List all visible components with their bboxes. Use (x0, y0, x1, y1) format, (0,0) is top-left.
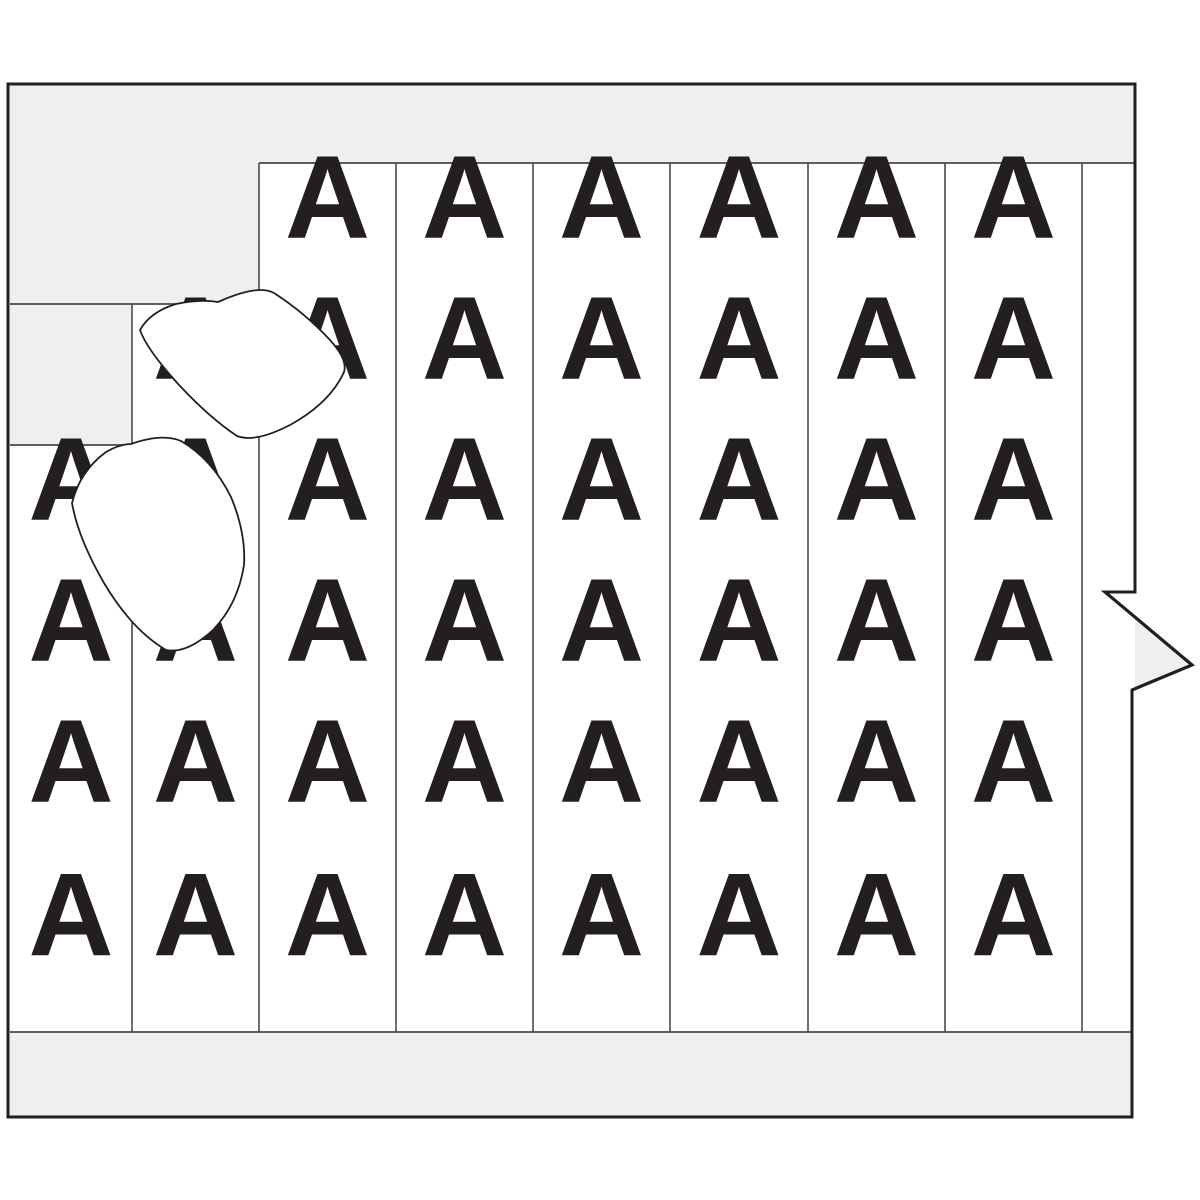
label-letter-r0c3[interactable]: A (422, 132, 507, 264)
label-letter-r5c7[interactable]: A (971, 849, 1056, 981)
label-letter-r2c2[interactable]: A (285, 414, 370, 546)
label-letter-r2c4[interactable]: A (559, 414, 644, 546)
label-letter-r1c5[interactable]: A (696, 273, 781, 405)
label-letter-r5c5[interactable]: A (696, 849, 781, 981)
missing-label-r0c0c1 (10, 163, 259, 304)
label-letter-r3c6[interactable]: A (834, 555, 919, 687)
peeled-label-lower[interactable] (71, 436, 246, 652)
label-letter-r3c0[interactable]: A (28, 555, 113, 687)
label-letter-r4c3[interactable]: A (422, 696, 507, 828)
label-letter-r1c4[interactable]: A (559, 273, 644, 405)
label-letter-r0c5[interactable]: A (696, 132, 781, 264)
label-letter-r2c5[interactable]: A (696, 414, 781, 546)
label-letter-r3c4[interactable]: A (559, 555, 644, 687)
label-letter-r0c2[interactable]: A (285, 132, 370, 264)
label-letter-r5c4[interactable]: A (559, 849, 644, 981)
label-letter-r4c5[interactable]: A (696, 696, 781, 828)
label-letter-r4c4[interactable]: A (559, 696, 644, 828)
label-letter-r4c6[interactable]: A (834, 696, 919, 828)
label-letter-r5c3[interactable]: A (422, 849, 507, 981)
label-letter-r4c0[interactable]: A (28, 696, 113, 828)
label-letter-r0c4[interactable]: A (559, 132, 644, 264)
label-letter-r5c1[interactable]: A (153, 849, 238, 981)
label-letter-r3c2[interactable]: A (285, 555, 370, 687)
die-cut-notch-icon (1100, 590, 1195, 692)
label-letter-r4c2[interactable]: A (285, 696, 370, 828)
label-letter-r5c0[interactable]: A (28, 849, 113, 981)
label-letter-r5c2[interactable]: A (285, 849, 370, 981)
label-letter-r3c5[interactable]: A (696, 555, 781, 687)
label-letter-r0c7[interactable]: A (971, 132, 1056, 264)
label-letter-r2c7[interactable]: A (971, 414, 1056, 546)
label-letter-r1c3[interactable]: A (422, 273, 507, 405)
label-letter-r4c7[interactable]: A (971, 696, 1056, 828)
peeled-label-lower-face (71, 436, 246, 652)
label-letter-r2c6[interactable]: A (834, 414, 919, 546)
label-letter-r5c6[interactable]: A (834, 849, 919, 981)
label-letter-r2c3[interactable]: A (422, 414, 507, 546)
peeled-label-upper-face (139, 289, 346, 439)
label-letter-r3c7[interactable]: A (971, 555, 1056, 687)
label-letter-r1c7[interactable]: A (971, 273, 1056, 405)
missing-label-r1c0 (10, 304, 132, 445)
label-letter-r0c6[interactable]: A (834, 132, 919, 264)
label-letter-r1c6[interactable]: A (834, 273, 919, 405)
peeled-label-upper[interactable] (139, 289, 346, 439)
label-letter-r4c1[interactable]: A (153, 696, 238, 828)
label-letter-r3c3[interactable]: A (422, 555, 507, 687)
